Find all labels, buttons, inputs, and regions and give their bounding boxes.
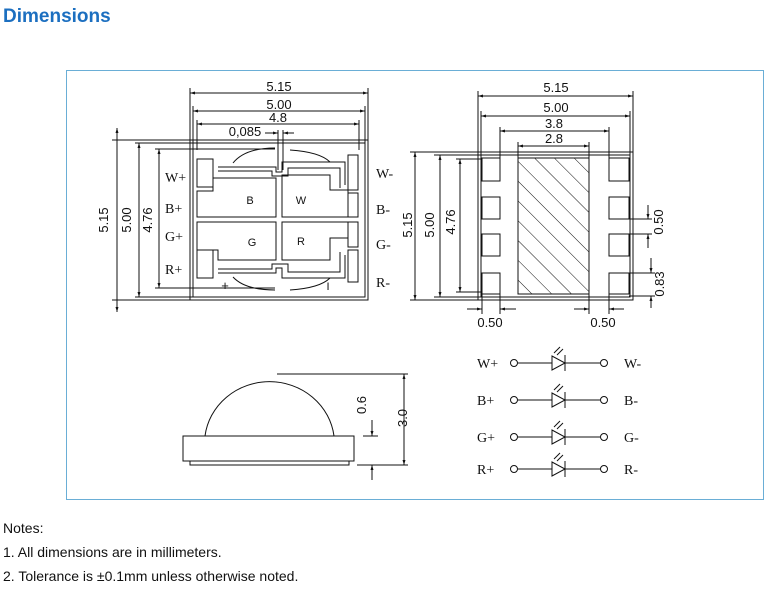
anode-label: W+ [477,357,498,372]
pin-label-left: R+ [165,263,182,278]
dim-height-outer: 5.15 [96,207,111,232]
pin-label-right: W- [376,167,393,182]
cathode-label: G- [624,431,639,446]
terminal-icon [510,396,518,404]
notes: Notes: 1. All dimensions are in millimet… [3,516,298,588]
pad-w-minus [347,154,359,191]
bottom-view: 5.15 5.00 3.8 2.8 5.15 5.00 4.76 0.50 0.… [400,80,667,330]
dim-total-height: 3.0 [395,409,410,427]
lens-dome [204,381,335,437]
notes-heading: Notes: [3,520,44,536]
led-symbol-icon [551,420,567,445]
top-view: 5.15 5.00 4.8 0,085 5.15 5.00 4.76 W+ B+… [96,79,393,312]
pad-b-minus [347,192,359,218]
terminal-icon [600,433,608,441]
terminal-icon [600,396,608,404]
pin-label-left: B+ [165,202,182,217]
dim-base-height: 0.6 [354,396,369,414]
cathode-label: R- [624,463,638,478]
dim-width-inner: 4.8 [269,110,287,125]
chip-label: R [297,236,305,248]
dim-width-outer: 5.15 [266,79,291,94]
pin-label-right: B- [376,203,390,218]
pin-label-left: G+ [165,230,183,245]
dim-pad-gap: 0.50 [651,209,666,234]
polarity-plus: + [221,278,229,293]
circuit-schematic: W+ W- B+ B- G+ G- R+ R- [477,346,641,478]
dim-width-outer: 5.15 [543,80,568,95]
schematic-row: W+ W- [477,346,641,372]
anode-label: B+ [477,394,494,409]
chip-label: G [248,237,257,249]
cathode-label: W- [624,357,641,372]
dim-height-body: 5.00 [422,212,437,237]
chip-label: W [296,195,307,207]
dim-width-body: 5.00 [543,100,568,115]
dim-height-outer: 5.15 [400,212,415,237]
dim-height-body: 5.00 [119,207,134,232]
pin-label-left: W+ [165,171,186,186]
note-item: 1. All dimensions are in millimeters. [3,544,222,560]
led-symbol-icon [551,346,567,371]
outer-outline [477,151,634,301]
led-symbol-icon [551,452,567,477]
pad-w [281,174,349,218]
body-outline [192,142,366,298]
dim-height-inner: 4.76 [140,207,155,232]
dim-width-pads: 3.8 [545,116,563,131]
chip-label: B [246,195,253,207]
terminal-icon [510,359,518,367]
pad-b [196,177,277,218]
outer-outline [189,139,369,301]
schematic-row: B+ B- [477,383,638,409]
thermal-pad [517,157,590,295]
led-symbol-icon [551,383,567,408]
dim-gap: 0,085 [229,124,262,139]
schematic-row: R+ R- [477,452,638,478]
pad-w-plus [196,158,214,188]
section-title: Dimensions [3,6,111,27]
anode-label: G+ [477,431,495,446]
dim-pad-height: 0.83 [652,271,667,296]
side-view: 0.6 3.0 [182,373,410,480]
dimensions-panel [66,70,764,500]
polarity-mark: I [326,281,329,293]
dim-height-inner: 4.76 [443,209,458,234]
terminal-icon [600,359,608,367]
dim-width-thermal: 2.8 [545,131,563,146]
terminal-icon [600,465,608,473]
base [182,435,355,462]
dim-pad-width-left: 0.50 [477,315,502,330]
anode-label: R+ [477,463,494,478]
pad-g [196,221,277,261]
schematic-row: G+ G- [477,420,639,446]
terminal-icon [510,465,518,473]
pin-label-right: R- [376,276,390,291]
note-item: 2. Tolerance is ±0.1mm unless otherwise … [3,568,299,584]
cathode-label: B- [624,394,638,409]
pad-g-minus [347,221,359,248]
pad-r-minus [347,249,359,283]
pad-r-plus [196,249,214,279]
pad-r [281,221,349,261]
pin-label-right: G- [376,238,391,253]
dim-pad-width-right: 0.50 [590,315,615,330]
terminal-icon [510,433,518,441]
dim-width-body: 5.00 [266,97,291,112]
